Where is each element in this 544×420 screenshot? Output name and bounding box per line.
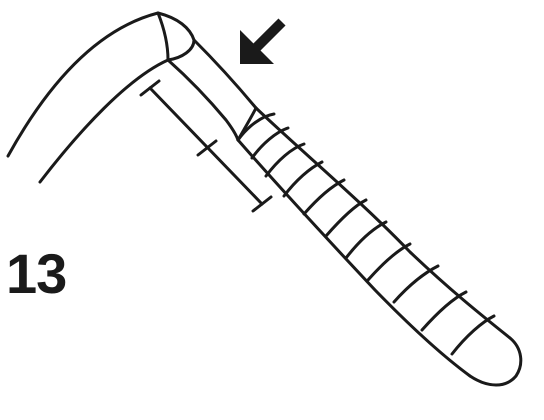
flagellum-ring	[420, 290, 468, 332]
flagellum-ring	[282, 160, 324, 198]
arrow-down-left-icon	[240, 18, 286, 64]
flagellum-ring	[236, 112, 276, 142]
flagellum-ring	[324, 198, 368, 238]
flagellum-ring	[450, 314, 496, 356]
flagellum-ring	[264, 142, 306, 178]
flagellum-ring	[366, 242, 412, 282]
flagellum-ring	[250, 126, 290, 160]
measurement-bar	[139, 79, 273, 213]
flagellum-ring	[344, 220, 388, 260]
antenna-flagellum	[236, 106, 523, 387]
flagellum-ring	[302, 178, 346, 216]
flagellum-ring	[392, 264, 440, 304]
figure-number-label: 13	[6, 242, 67, 305]
antenna-scape	[6, 11, 196, 184]
